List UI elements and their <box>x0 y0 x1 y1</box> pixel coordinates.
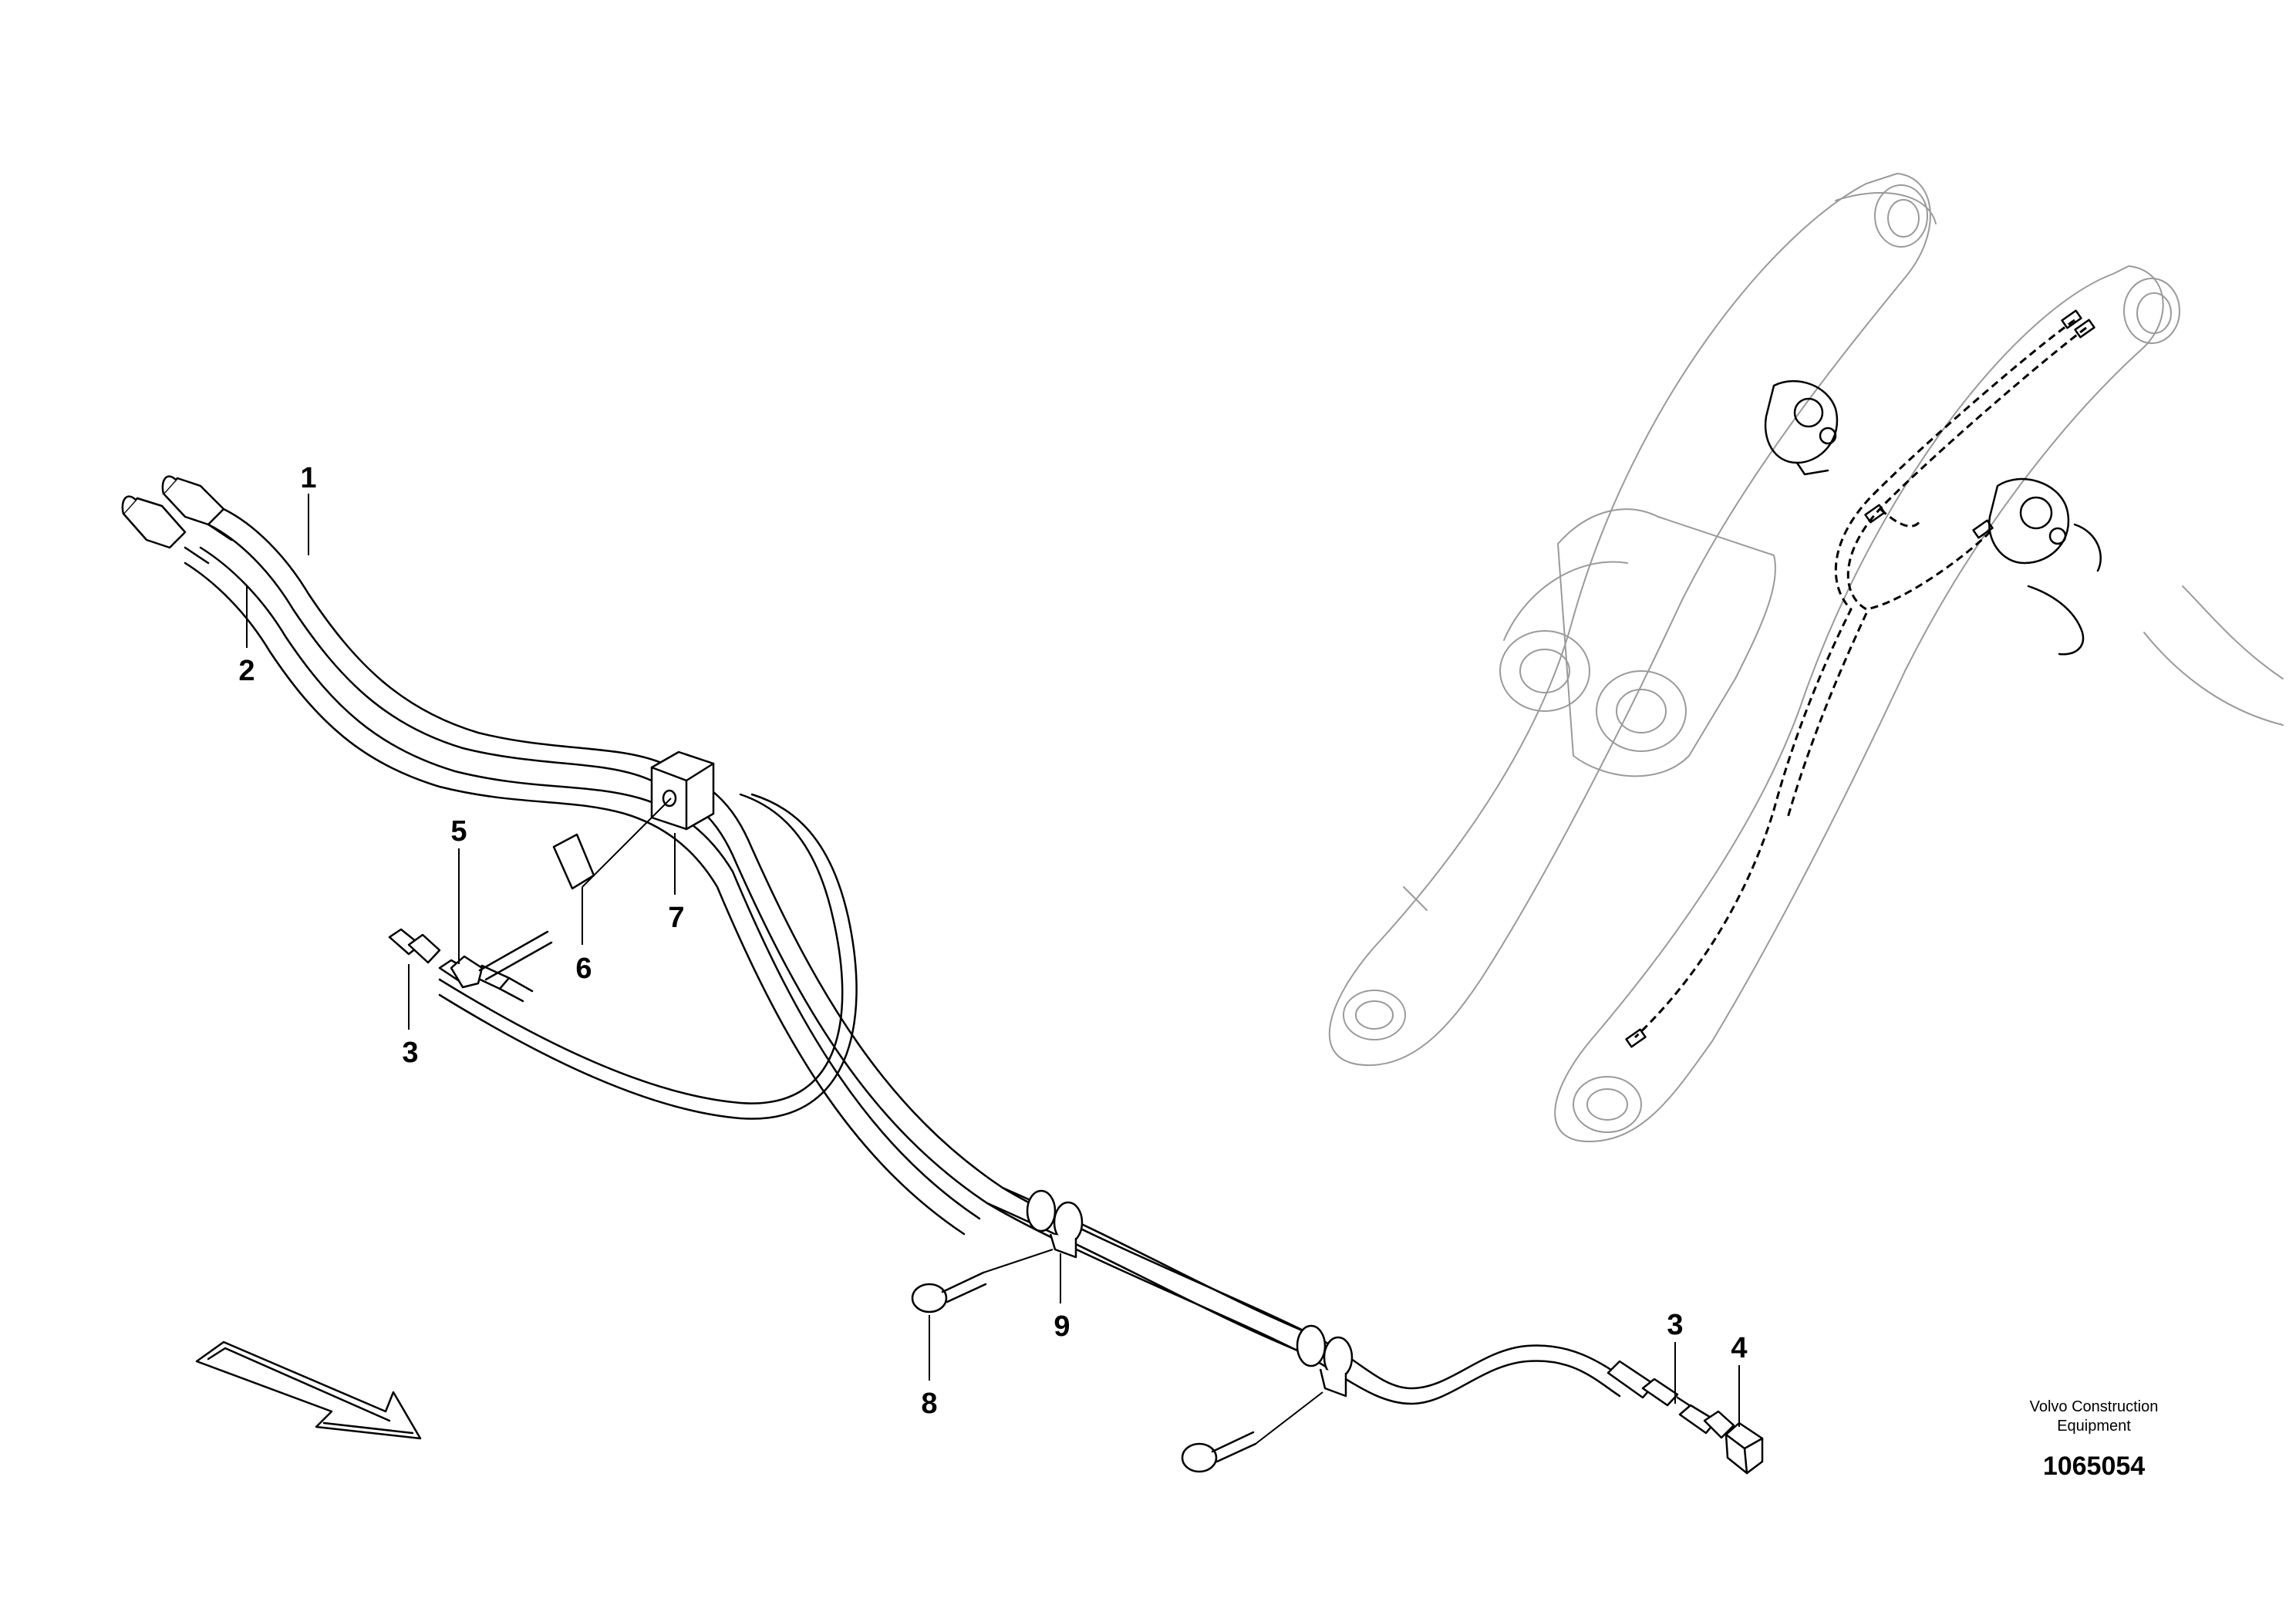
hose-2 <box>184 546 981 1236</box>
hose-1 <box>207 508 1313 1351</box>
bolt-8-upper <box>911 1271 987 1313</box>
direction-arrow <box>195 1340 422 1440</box>
callout-3-left: 3 <box>402 1037 418 1069</box>
upper-lug <box>1764 379 1839 476</box>
leader-lines <box>246 494 1740 1445</box>
bolt-8-lower <box>1181 1431 1257 1473</box>
nipple-3-left <box>388 928 441 964</box>
brand-line-2: Equipment <box>2057 1418 2131 1435</box>
callout-8: 8 <box>921 1388 937 1420</box>
callout-9: 9 <box>1054 1310 1070 1343</box>
callout-6: 6 <box>575 953 592 985</box>
document-number: 1065054 <box>2043 1452 2145 1481</box>
brand-line-1: Volvo Construction <box>2030 1398 2159 1415</box>
hose-end-fittings <box>121 475 233 565</box>
lift-arm-assembly <box>1328 173 2284 1142</box>
callout-1: 1 <box>300 462 316 494</box>
nipple-3-right <box>1678 1404 1735 1439</box>
callout-4: 4 <box>1731 1332 1747 1364</box>
brake-tube <box>438 793 1629 1405</box>
elbow-4 <box>1725 1421 1764 1475</box>
callout-2: 2 <box>238 655 255 687</box>
tube-clip-lower <box>1296 1324 1354 1398</box>
callout-5: 5 <box>450 815 467 848</box>
callout-7: 7 <box>668 902 684 934</box>
callout-3-right: 3 <box>1667 1309 1683 1341</box>
lower-lug <box>1988 477 2102 656</box>
tube-fitting-right <box>1607 1360 1694 1409</box>
clamp-block <box>650 750 715 831</box>
tube-clip-upper <box>1026 1189 1084 1259</box>
